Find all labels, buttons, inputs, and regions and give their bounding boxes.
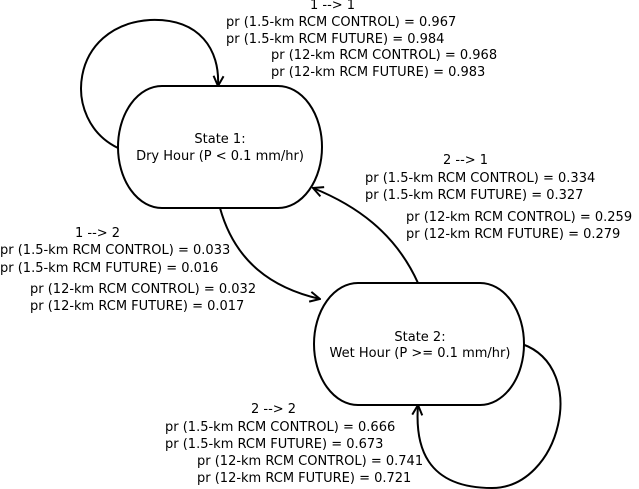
transition-label: 2 --> 2 (251, 402, 296, 417)
state-1-shape (117, 85, 323, 209)
transition-probability: pr (12-km RCM FUTURE) = 0.279 (406, 227, 620, 242)
edge-state2-to-state1 (313, 188, 419, 284)
state-1-node: State 1: Dry Hour (P < 0.1 mm/hr) (117, 85, 323, 209)
state-2-title: State 2: (394, 330, 445, 345)
state-1-title: State 1: (194, 132, 245, 147)
transition-probability: pr (12-km RCM CONTROL) = 0.032 (30, 282, 256, 297)
transition-probability: pr (1.5-km RCM FUTURE) = 0.016 (0, 261, 218, 276)
transition-probability: pr (1.5-km RCM FUTURE) = 0.984 (226, 32, 444, 47)
transition-probability: pr (1.5-km RCM CONTROL) = 0.666 (165, 420, 395, 435)
state-2-shape (313, 282, 525, 406)
transition-probability: pr (12-km RCM FUTURE) = 0.983 (271, 65, 485, 80)
transition-probability: pr (1.5-km RCM FUTURE) = 0.673 (165, 437, 383, 452)
transition-probability: pr (1.5-km RCM FUTURE) = 0.327 (365, 188, 583, 203)
transition-probability: pr (12-km RCM CONTROL) = 0.259 (406, 210, 632, 225)
transition-2-to-2-labels: 2 --> 2 pr (1.5-km RCM CONTROL) = 0.666 … (165, 402, 423, 486)
transition-probability: pr (1.5-km RCM CONTROL) = 0.033 (0, 243, 230, 258)
transition-label: 1 --> 1 (310, 0, 355, 13)
edge-state1-to-state2 (219, 207, 320, 299)
transition-label: 1 --> 2 (75, 226, 120, 241)
transition-probability: pr (12-km RCM CONTROL) = 0.741 (197, 454, 423, 469)
transition-probability: pr (1.5-km RCM CONTROL) = 0.334 (365, 171, 595, 186)
transition-probability: pr (12-km RCM FUTURE) = 0.017 (30, 299, 244, 314)
transition-probability: pr (1.5-km RCM CONTROL) = 0.967 (226, 15, 456, 30)
transition-2-to-1-labels: 2 --> 1 pr (1.5-km RCM CONTROL) = 0.334 … (365, 153, 632, 242)
transition-1-to-2-labels: 1 --> 2 pr (1.5-km RCM CONTROL) = 0.033 … (0, 226, 256, 314)
edge-self-loop-state2 (418, 343, 562, 489)
state-2-description: Wet Hour (P >= 0.1 mm/hr) (330, 346, 511, 361)
transition-label: 2 --> 1 (443, 153, 488, 168)
transition-probability: pr (12-km RCM CONTROL) = 0.968 (271, 48, 497, 63)
transition-probability: pr (12-km RCM FUTURE) = 0.721 (197, 471, 411, 486)
edge-self-loop-state1 (80, 18, 218, 149)
state-1-description: Dry Hour (P < 0.1 mm/hr) (136, 149, 304, 164)
state-2-node: State 2: Wet Hour (P >= 0.1 mm/hr) (313, 282, 525, 406)
transition-1-to-1-labels: 1 --> 1 pr (1.5-km RCM CONTROL) = 0.967 … (226, 0, 497, 80)
